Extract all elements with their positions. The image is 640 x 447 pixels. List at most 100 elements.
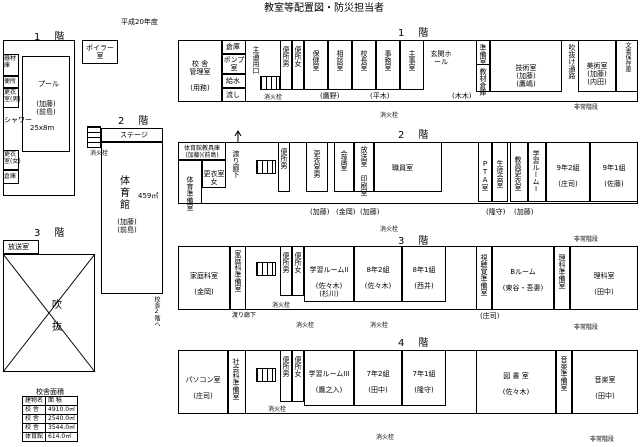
f1-office [376, 40, 400, 90]
f2-stairs [256, 160, 276, 174]
f1-art-label: 美術室(加藤)(内田) [586, 62, 608, 86]
f4-7-2 [354, 350, 402, 406]
area-header: 面 積 [45, 396, 79, 406]
f1-hall-label: 玄関ホール [430, 50, 452, 66]
gym-fire: 消火栓 [90, 150, 109, 157]
f3-home-prep [230, 246, 246, 310]
f1-water [222, 74, 246, 88]
f2-pta [478, 142, 492, 202]
changing-m [3, 88, 19, 108]
f4-7-1 [402, 350, 446, 406]
f4-fire2: 消火栓 [376, 434, 395, 441]
f2-note-c: (加藤) [360, 208, 380, 216]
f1-custodian [400, 40, 424, 90]
f4-music [572, 350, 638, 414]
f3-home-ec-label: 家庭科室(金岡) [190, 272, 218, 296]
f3-toilet-m [280, 246, 292, 296]
f1-consult [328, 40, 352, 90]
area-cell: 3544.0㎡ [45, 423, 79, 433]
f4-social-prep-label: 社会科準備室 [232, 358, 240, 400]
pool-label: プール [38, 80, 59, 88]
f2-changing2-label: 更衣室男 [313, 150, 321, 178]
gym [101, 142, 163, 294]
f4-stairs [256, 368, 276, 382]
f3-fire: 消火栓 [272, 302, 291, 309]
f1-storage [222, 40, 246, 54]
void-label2: 抜 [52, 322, 62, 333]
f1-entrance-label: 主通用口 [252, 46, 260, 74]
floor-label-left3: 3 階 [34, 228, 67, 239]
f1-tech [490, 40, 562, 92]
floor-label-left1: 1 階 [34, 32, 67, 43]
f1-note-b: (平木) [370, 92, 390, 100]
broadcast-label: 放送室 [8, 243, 29, 251]
floor-label-3f: 3 階 [398, 236, 431, 247]
f1-pump [222, 54, 246, 74]
left-storage [3, 170, 19, 184]
f1-prep-label: 準備室 [479, 44, 487, 65]
f3-broom [492, 246, 554, 310]
f4-toilet-m-label: 便所男 [282, 356, 290, 377]
f3-sci-prep [554, 246, 570, 310]
f3-av-prep [476, 246, 492, 310]
f1-wc-label: 流し [226, 91, 240, 99]
f1-prep2-label: 教材倉庫 [479, 68, 487, 96]
pool-size: 25x8m [30, 124, 55, 132]
left-toilet [3, 76, 19, 88]
f3-stairs [256, 262, 276, 276]
area-cell: 校 舎 [21, 414, 47, 424]
atrium-void [3, 254, 95, 372]
f2-staff-changing [510, 142, 528, 202]
broadcast-room [3, 240, 39, 254]
f1-storage-label: 倉庫 [226, 43, 240, 51]
f2-changing2 [306, 142, 328, 192]
f2-note-b: (金岡) [336, 208, 356, 216]
stage [101, 128, 163, 142]
f2-note-e: (加藤) [514, 208, 534, 216]
f1-tech-label: 技術室(加藤)(鷹嶋) [515, 64, 537, 88]
f4-library [476, 350, 556, 414]
f1-wc [222, 88, 246, 102]
gym-staff: (加藤)(前島) [117, 218, 137, 234]
f3-study2 [304, 246, 354, 302]
f2-note-d: (隆守) [486, 208, 506, 216]
floor-label-2f: 2 階 [398, 130, 431, 141]
gym-area: 459㎡ [138, 192, 159, 200]
f3-home-ec [178, 246, 230, 310]
area-cell: 4910.0㎡ [45, 405, 79, 415]
f1-fire: 消火栓 [264, 94, 283, 101]
f4-7-2-label: 7年2組(田中) [366, 370, 390, 394]
f3-8-1 [402, 246, 446, 302]
f3-sci-prep-label: 理科準備室 [558, 254, 566, 289]
f2-9-1 [590, 142, 638, 202]
f1-prep2 [476, 64, 490, 92]
f3-8-2-label: 8年2組(佐々木) [364, 266, 392, 290]
f1-health-label: 保健室 [312, 50, 320, 71]
f4-music-prep-label: 音楽準備室 [560, 356, 568, 391]
to-2f-label: 校舎2階へ [153, 296, 160, 327]
pool [22, 56, 70, 152]
f4-toilet-m [280, 350, 292, 402]
area-cell: 2540.0㎡ [45, 414, 79, 424]
area-cell: 体育館 [21, 432, 47, 442]
f2-meeting-label: 会議室 [340, 150, 348, 171]
f1-office-label: 事務室 [384, 50, 392, 71]
area-cell: 614.0㎡ [45, 432, 79, 442]
floor-label-1f: 1 階 [398, 28, 431, 39]
f1-toilet-m [280, 40, 292, 90]
f2-note-a: (加藤) [310, 208, 330, 216]
f1-principal [178, 40, 222, 102]
left-storage-label: 倉庫 [4, 173, 17, 180]
f4-toilet-f [292, 350, 304, 402]
f4-exit: 非常階段 [590, 436, 615, 443]
f4-social-prep [228, 350, 246, 414]
area-cell: 校 舎 [21, 405, 47, 415]
f4-7-1-label: 7年1組(隆守) [412, 370, 436, 394]
f3-toilet-f-label: 便所女 [294, 252, 302, 273]
f1-passage-label: 吹抜け通路 [568, 44, 576, 79]
f3-study2-label: 学習ルームII(佐々木)(杉川) [309, 266, 349, 298]
f2-9-2 [546, 142, 590, 202]
pool-staff: (加藤)(前島) [36, 100, 56, 116]
stage-label: ステージ [120, 131, 148, 139]
